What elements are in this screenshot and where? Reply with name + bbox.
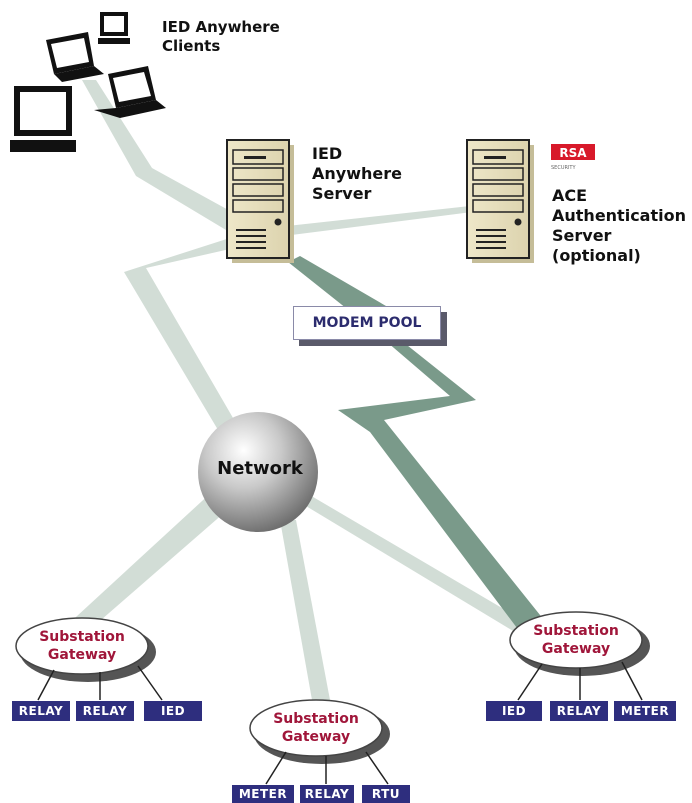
clients-label: IED Anywhere Clients: [162, 18, 312, 56]
ace-label-line4: (optional): [552, 246, 641, 265]
ied-anywhere-server-label: IED Anywhere Server: [312, 144, 422, 204]
device-tag-ied: IED: [486, 701, 542, 721]
device-tag-relay: RELAY: [76, 701, 134, 721]
left-gateway-link-band: [64, 490, 232, 640]
device-tag-rtu: RTU: [362, 785, 410, 803]
gateway-center-shape: [249, 699, 390, 764]
device-tag-relay: RELAY: [300, 785, 354, 803]
desktop-monitor-large-icon: [10, 86, 76, 152]
laptop-left-icon: [46, 32, 104, 82]
device-tag-relay: RELAY: [550, 701, 608, 721]
network-label: Network: [217, 458, 303, 479]
device-tag-ied: IED: [144, 701, 202, 721]
device-connectors: [37, 661, 643, 785]
gateway-right-line2: Gateway: [541, 641, 611, 657]
right-gateway-link-band: [296, 494, 536, 640]
rsa-logo: RSA SECURITY: [551, 144, 595, 171]
ace-label-line2: Authentication: [552, 206, 686, 225]
ace-server-label: ACE Authentication Server (optional): [552, 186, 692, 266]
rsa-logo-subtext: SECURITY: [551, 165, 576, 171]
server-label-line2: Anywhere: [312, 164, 402, 183]
device-tag-relay: RELAY: [12, 701, 70, 721]
gateway-right-line1: Substation: [533, 623, 619, 639]
network-sphere: [198, 412, 318, 532]
device-tag-meter: METER: [614, 701, 676, 721]
client-link-band: [82, 80, 252, 440]
gateway-center-line1: Substation: [273, 711, 359, 727]
ied-anywhere-server-icon: [226, 139, 294, 263]
gateway-left-shape: [15, 617, 156, 682]
modem-pool-box: MODEM POOL: [293, 306, 441, 340]
laptop-right-icon: [94, 66, 166, 118]
gateway-right-shape: [509, 611, 650, 676]
ace-label-line3: Server: [552, 226, 612, 245]
gateway-left-line2: Gateway: [47, 647, 117, 663]
gateway-center-label: Substation Gateway: [256, 710, 376, 746]
ace-server-icon: [466, 139, 534, 263]
gateway-left-label: Substation Gateway: [22, 628, 142, 664]
desktop-monitor-small-icon: [98, 12, 130, 44]
gateway-left-line1: Substation: [39, 629, 125, 645]
server-label-line3: Server: [312, 184, 372, 203]
rsa-logo-text: RSA: [559, 146, 587, 160]
ace-link-band: [250, 206, 472, 240]
device-tag-meter: METER: [232, 785, 294, 803]
gateway-center-line2: Gateway: [281, 729, 351, 745]
ace-label-line1: ACE: [552, 186, 588, 205]
gateway-right-label: Substation Gateway: [516, 622, 636, 658]
clients-label-line1: IED Anywhere: [162, 18, 280, 36]
clients-label-line2: Clients: [162, 37, 221, 55]
center-gateway-link-band: [280, 520, 330, 700]
server-label-line1: IED: [312, 144, 343, 163]
modem-pool-label: MODEM POOL: [312, 315, 422, 331]
